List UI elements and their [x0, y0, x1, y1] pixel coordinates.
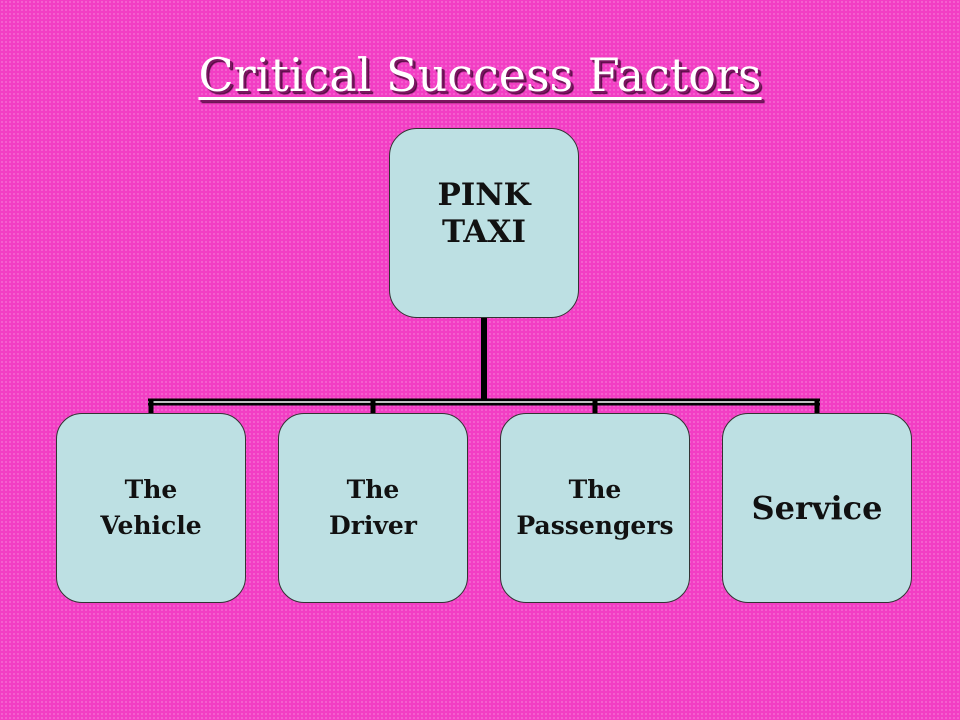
child-node-label: The Driver — [329, 475, 417, 540]
child-node-service: Service — [722, 413, 912, 603]
root-node-pink-taxi: PINK TAXI — [389, 128, 579, 318]
root-node-label: PINK TAXI — [437, 177, 531, 250]
child-node-label: Service — [751, 489, 883, 527]
child-node-passengers: The Passengers — [500, 413, 690, 603]
slide-title: Critical Success Factors — [198, 48, 762, 102]
child-node-vehicle: The Vehicle — [56, 413, 246, 603]
child-node-label: The Passengers — [516, 475, 674, 540]
child-node-driver: The Driver — [278, 413, 468, 603]
child-node-label: The Vehicle — [100, 475, 202, 540]
